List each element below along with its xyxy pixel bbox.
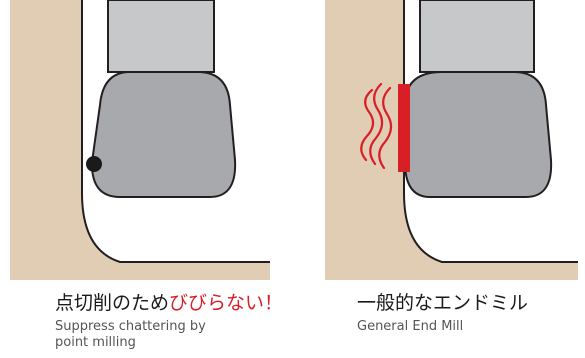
caption-title-main: 点切削のため [55,292,170,314]
caption-point-milling: 点切削のためびびらない！ Suppress chattering by poin… [55,292,283,351]
caption-subtitle: General End Mill [357,319,528,335]
contact-point-icon [86,156,102,172]
caption-subtitle-line: General End Mill [357,319,464,334]
end-mill-shank [419,0,535,73]
vibration-waves-icon [360,82,393,170]
panel-general-end-mill [325,0,578,280]
caption-subtitle-line: Suppress chattering by [55,319,206,334]
end-mill-body [90,71,237,198]
caption-subtitle: Suppress chattering by point milling [55,319,283,351]
caption-subtitle-line: point milling [55,335,136,350]
workpiece [325,0,578,280]
workpiece [10,0,270,280]
panel-point-milling [10,0,270,280]
caption-general-end-mill: 一般的なエンドミル General End Mill [357,292,528,335]
workpiece-machined-edge [403,0,578,263]
caption-title-highlight: びびらない！ [169,292,284,314]
chatter-contact-line [398,84,410,172]
end-mill-body [404,71,553,198]
caption-title: 一般的なエンドミル [357,292,528,314]
caption-title: 点切削のためびびらない！ [55,292,283,314]
workpiece-machined-edge [81,0,270,263]
end-mill-shank [107,0,215,73]
caption-title-main: 一般的なエンドミル [357,292,529,314]
